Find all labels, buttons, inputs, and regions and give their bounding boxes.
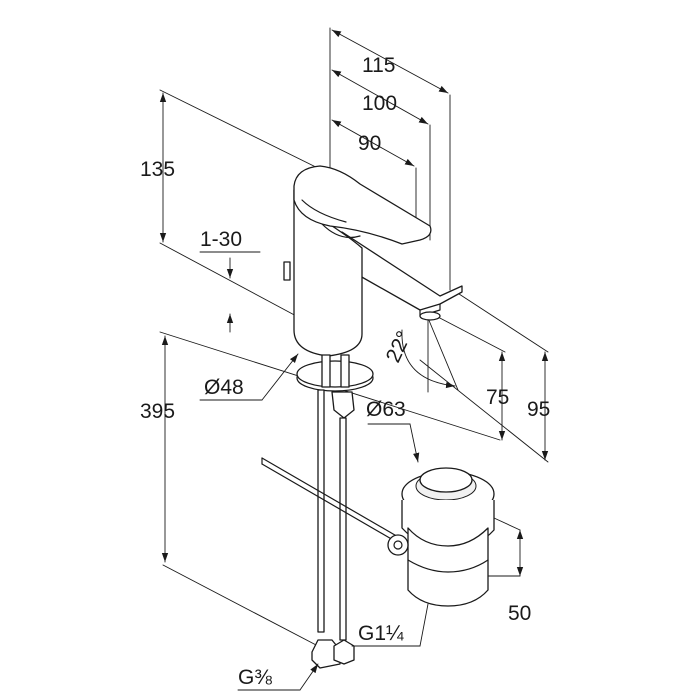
dimension-100 (331, 69, 431, 241)
label-395: 395 (140, 400, 175, 423)
pop-up-rod-knob (283, 261, 291, 281)
label-d48: Ø48 (204, 376, 244, 399)
leader-63-arrow (409, 423, 420, 463)
threaded-stud-2 (340, 354, 350, 388)
dimension-75-95 (419, 291, 549, 463)
label-d63: Ø63 (366, 398, 406, 421)
dimension-63 (367, 423, 420, 463)
mounting-washer-top (296, 360, 374, 388)
extension-line-135-bottom (159, 242, 301, 319)
label-75: 75 (486, 386, 509, 409)
extension-line-75-top (435, 315, 506, 353)
column-body (293, 189, 363, 357)
waste-body-lower (407, 527, 489, 607)
waste-band (407, 559, 489, 573)
pop-up-waste (387, 467, 495, 607)
leader-g114-arrow (419, 603, 429, 647)
dimension-line-100 (331, 69, 429, 125)
lever-underside (301, 199, 347, 223)
label-100: 100 (362, 92, 397, 115)
threaded-stud (321, 354, 331, 388)
label-22-degree: 22° (382, 328, 416, 367)
label-50: 50 (508, 602, 531, 625)
extension-line-135-top (159, 89, 333, 176)
leader-48-arrow (261, 353, 299, 401)
label-1-30: 1-30 (200, 228, 242, 251)
label-135: 135 (140, 158, 175, 181)
angle-leg-1 (427, 317, 459, 391)
dimension-135 (159, 89, 333, 319)
dimension-line-115 (331, 29, 449, 94)
dimension-48 (199, 353, 299, 401)
dimension-50 (487, 517, 524, 577)
faucet (283, 165, 463, 357)
label-115: 115 (362, 54, 395, 77)
label-90: 90 (358, 132, 381, 155)
flexible-hoses (311, 389, 355, 669)
extension-line-395-bottom (162, 564, 319, 647)
aerator (419, 311, 441, 321)
hose-left (317, 389, 325, 633)
label-95: 95 (527, 398, 550, 421)
dimension-g1-1-4 (351, 603, 429, 647)
hose-connector-right (333, 639, 355, 665)
leader-g38-arrow (299, 663, 319, 691)
pop-up-rod-line-1 (261, 457, 401, 539)
extension-line-bottom (419, 359, 549, 463)
lever-joint (321, 223, 361, 239)
label-g1-1-4: G1¼ (358, 622, 404, 645)
dimension-line-90 (331, 119, 415, 167)
fixing-nut (331, 391, 355, 419)
angle-arc (401, 329, 456, 389)
mounting-assembly (296, 354, 374, 419)
extension-line-50-top (493, 517, 521, 531)
dimension-1-30 (199, 251, 261, 333)
waste-plug-top (419, 467, 473, 493)
pivot-nut-center (393, 540, 403, 550)
label-g3-8: G⅜ (238, 666, 272, 689)
extension-line-95-top (455, 291, 549, 353)
dimension-22-degree (401, 317, 459, 393)
pop-up-rod (261, 457, 401, 545)
hose-right (339, 417, 347, 641)
pop-up-rod-line-2 (261, 463, 401, 545)
pivot-nut (387, 534, 409, 556)
dimension-g3-8 (237, 663, 319, 691)
spout (341, 231, 463, 311)
